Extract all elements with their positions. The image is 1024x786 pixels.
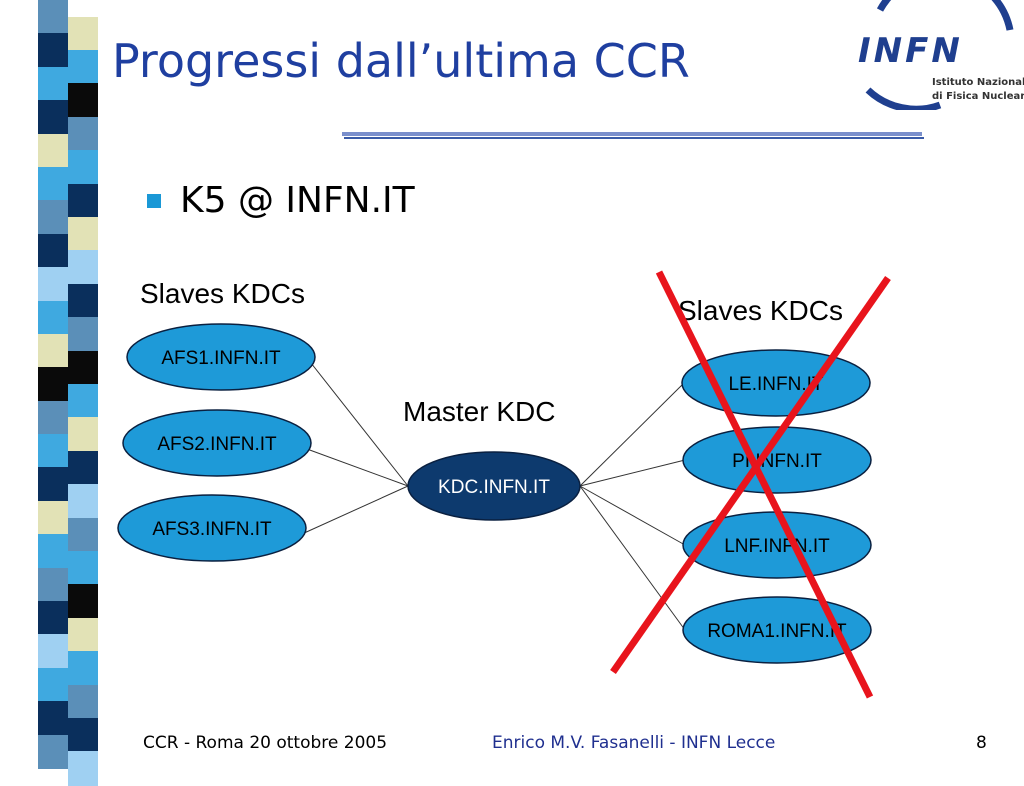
right-slave-node-1: LE.INFN.IT (681, 349, 871, 417)
left-slave-node-3-shape (117, 494, 307, 562)
logo-line2: di Fisica Nucleare (932, 91, 1024, 102)
right-slave-node-2-shape (682, 426, 872, 494)
bullet-square (147, 194, 161, 208)
master-node: KDC.INFN.IT (407, 451, 581, 521)
edge-left-1 (310, 362, 409, 487)
right-slave-node-2: PI.INFN.IT (682, 426, 872, 494)
cross-out-mark (610, 270, 891, 699)
kdc-diagram: Slaves KDCs Slaves KDCs Master KDC AFS1.… (117, 270, 891, 699)
bullet-text: K5 @ INFN.IT (180, 180, 415, 221)
page-number: 8 (976, 733, 987, 753)
edge-right-1 (579, 382, 685, 487)
edge-left-2 (306, 448, 409, 487)
left-slave-node-2-shape (122, 409, 312, 477)
cross-stroke-2 (610, 275, 891, 675)
edge-left-3 (301, 485, 409, 535)
diagram-edges (301, 362, 686, 631)
slide-title: Progressi dall’ultima CCR (112, 34, 690, 88)
right-slave-node-3: LNF.INFN.IT (682, 511, 872, 579)
left-slave-node-3-label: AFS3.INFN.IT (152, 519, 272, 540)
right-slave-node-1-label: LE.INFN.IT (728, 374, 823, 395)
master-node-shape (407, 451, 581, 521)
left-slave-node-1: AFS1.INFN.IT (126, 323, 316, 391)
master-node-label: KDC.INFN.IT (438, 477, 550, 498)
left-slave-node-2-label: AFS2.INFN.IT (157, 434, 277, 455)
master-heading: Master KDC (403, 396, 555, 427)
footer-left: CCR - Roma 20 ottobre 2005 (143, 733, 388, 753)
left-slave-node-2: AFS2.INFN.IT (122, 409, 312, 477)
right-slave-node-3-label: LNF.INFN.IT (724, 536, 830, 557)
infn-logo: INFN Istituto Nazionale di Fisica Nuclea… (858, 0, 1024, 110)
diagram-nodes: AFS1.INFN.IT AFS2.INFN.IT AFS3.INFN.IT LE.I… (117, 323, 872, 664)
left-slave-node-1-label: AFS1.INFN.IT (161, 348, 281, 369)
right-slave-node-4-shape (682, 596, 872, 664)
right-slave-node-4: ROMA1.INFN.IT (682, 596, 872, 664)
edge-right-4 (579, 485, 686, 631)
footer-center: Enrico M.V. Fasanelli - INFN Lecce (492, 733, 776, 753)
logo-line1: Istituto Nazionale (932, 77, 1024, 88)
edge-right-2 (579, 459, 686, 487)
right-slaves-heading: Slaves KDCs (678, 295, 843, 326)
left-slave-node-3: AFS3.INFN.IT (117, 494, 307, 562)
cross-stroke-1 (655, 270, 874, 699)
title-rule (342, 132, 922, 136)
title-rule-shadow (344, 137, 924, 139)
logo-wordmark: INFN (858, 31, 963, 71)
left-slave-node-1-shape (126, 323, 316, 391)
right-slave-node-4-label: ROMA1.INFN.IT (707, 621, 847, 642)
left-slaves-heading: Slaves KDCs (140, 278, 305, 309)
edge-right-3 (579, 485, 686, 546)
